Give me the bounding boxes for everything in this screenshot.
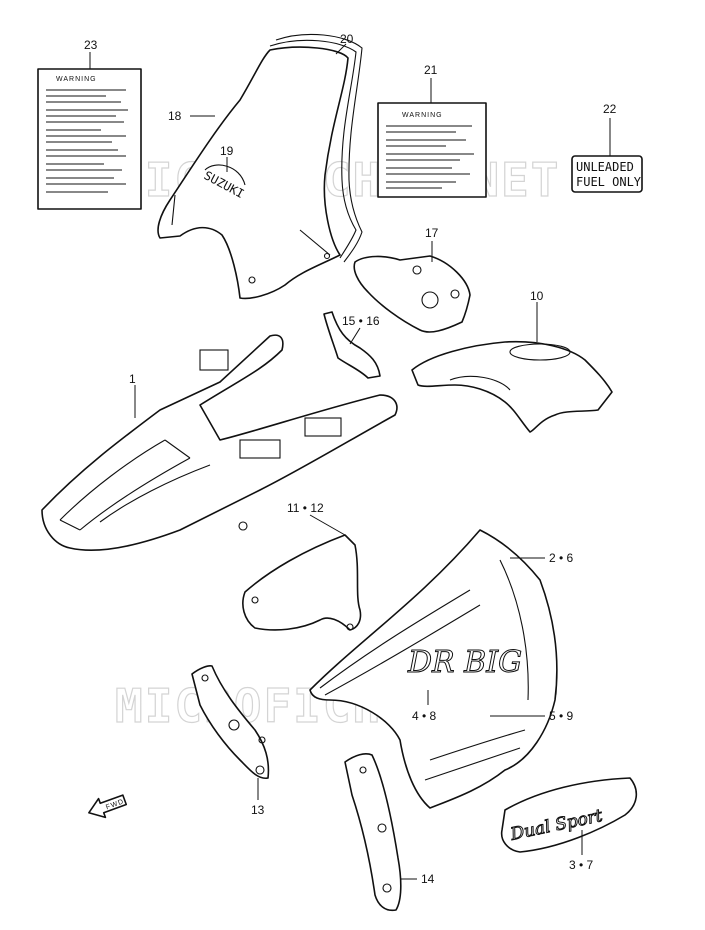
part-1-rear-fender bbox=[41, 334, 398, 552]
part-23-warning-label: WARNING bbox=[37, 68, 142, 210]
callout-20[interactable]: 20 bbox=[340, 32, 354, 46]
part-15-16-brace bbox=[323, 311, 381, 379]
callout-15-16[interactable]: 15 • 16 bbox=[342, 314, 380, 328]
fuel-label-line2: FUEL ONLY bbox=[576, 175, 642, 189]
callout-5-9[interactable]: 5 • 9 bbox=[549, 709, 574, 723]
fwd-arrow: FWD bbox=[88, 794, 128, 819]
part-14-brace bbox=[344, 753, 402, 912]
part-20-windscreen-trim bbox=[269, 33, 363, 263]
callout-19[interactable]: 19 bbox=[220, 144, 234, 158]
part-17-bracket bbox=[353, 255, 471, 333]
callout-23[interactable]: 23 bbox=[84, 38, 98, 52]
callout-13[interactable]: 13 bbox=[251, 803, 265, 817]
part-10-tank-cover bbox=[411, 340, 613, 433]
dr-big-decal: DR BIG bbox=[407, 645, 522, 680]
callout-10[interactable]: 10 bbox=[530, 289, 544, 303]
warning-23-text: WARNING bbox=[56, 76, 97, 83]
part-21-warning-label: WARNING bbox=[377, 102, 487, 198]
callout-22[interactable]: 22 bbox=[603, 102, 617, 116]
fuel-label-line1: UNLEADED bbox=[576, 160, 634, 174]
part-13-brace bbox=[191, 665, 270, 780]
part-22-fuel-label: UNLEADED FUEL ONLY bbox=[571, 155, 643, 193]
callout-3-7[interactable]: 3 • 7 bbox=[569, 858, 594, 872]
part-2-6-front-fairing: DR BIG bbox=[309, 529, 558, 809]
callout-1[interactable]: 1 bbox=[129, 372, 136, 386]
callout-18[interactable]: 18 bbox=[168, 109, 182, 123]
part-3-7-emblem: Dual Sport bbox=[500, 777, 638, 853]
callout-17[interactable]: 17 bbox=[425, 226, 439, 240]
warning-21-text: WARNING bbox=[402, 112, 443, 119]
callout-21[interactable]: 21 bbox=[424, 63, 438, 77]
callout-2-6[interactable]: 2 • 6 bbox=[549, 551, 574, 565]
callout-4-8[interactable]: 4 • 8 bbox=[412, 709, 437, 723]
callout-14[interactable]: 14 bbox=[421, 872, 435, 886]
part-11-12-side-cover bbox=[242, 534, 362, 631]
callout-11-12[interactable]: 11 • 12 bbox=[287, 501, 324, 515]
